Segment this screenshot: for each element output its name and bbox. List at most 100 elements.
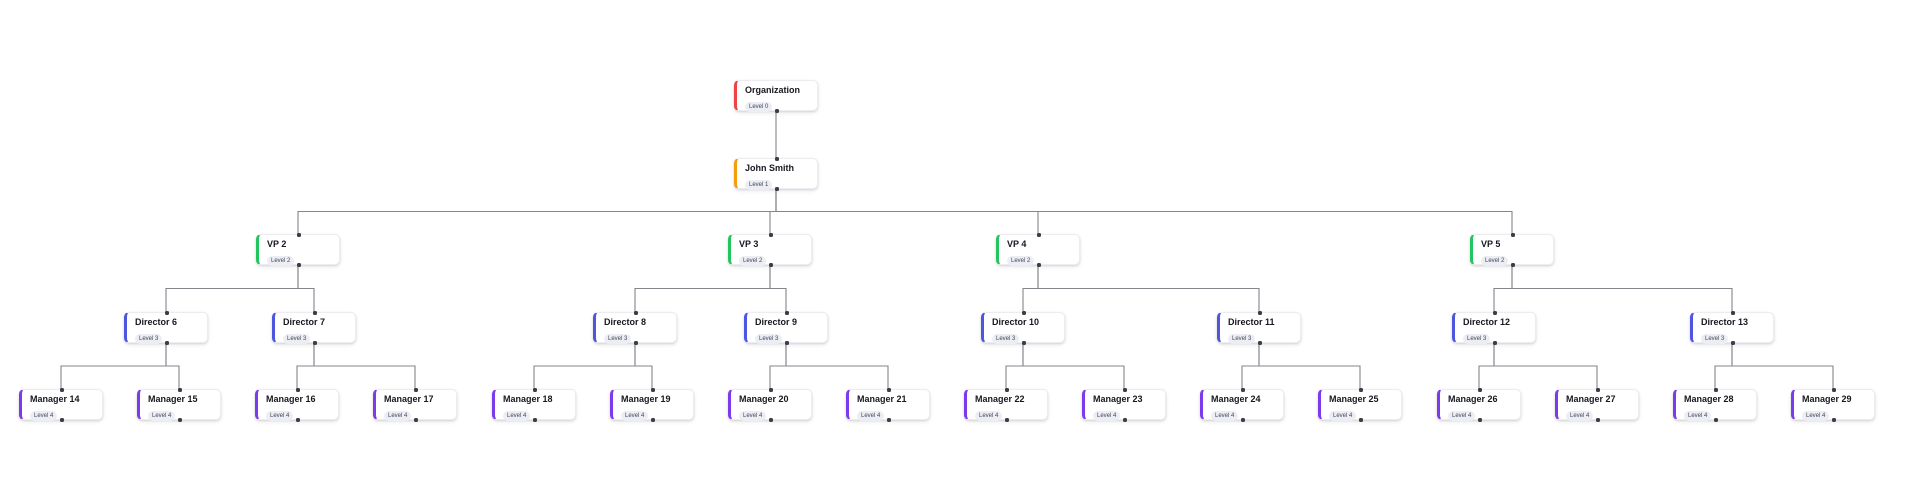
node-director-12[interactable]: Director 12 Level 3 (1452, 310, 1536, 345)
source-handle-icon (1123, 417, 1127, 422)
source-handle-icon (296, 417, 300, 422)
level-badge: Level 4 (857, 411, 885, 421)
node-title: Manager 24 (1211, 394, 1261, 404)
level-badge: Level 4 (1211, 411, 1239, 421)
source-handle-icon (178, 417, 182, 422)
source-handle-icon (651, 417, 655, 422)
node-title: Manager 17 (384, 394, 434, 404)
edge-director-11-to-manager-25 (1258, 343, 1361, 389)
node-title: Manager 29 (1802, 394, 1852, 404)
level-badge: Level 1 (745, 180, 773, 190)
target-handle-icon (533, 387, 537, 392)
node-title: Manager 28 (1684, 394, 1734, 404)
node-manager-16[interactable]: Manager 16 Level 4 (255, 387, 339, 422)
level-badge: Level 3 (755, 334, 783, 344)
level-badge: Level 3 (1463, 334, 1491, 344)
node-manager-28[interactable]: Manager 28 Level 4 (1673, 387, 1757, 422)
source-handle-icon (1005, 417, 1009, 422)
level-badge: Level 4 (384, 411, 412, 421)
edge-vp-4-to-director-11 (1037, 265, 1260, 312)
target-handle-icon (414, 387, 418, 392)
level-badge: Level 2 (267, 256, 295, 266)
level-badge: Level 4 (503, 411, 531, 421)
target-handle-icon (1037, 232, 1041, 237)
source-handle-icon (1241, 417, 1245, 422)
source-handle-icon (533, 417, 537, 422)
target-handle-icon (178, 387, 182, 392)
level-badge: Level 2 (739, 256, 767, 266)
node-vp-2[interactable]: VP 2 Level 2 (256, 232, 340, 267)
target-handle-icon (1832, 387, 1836, 392)
edge-john-smith-to-vp-5 (775, 189, 1513, 234)
target-handle-icon (296, 387, 300, 392)
source-handle-icon (1714, 417, 1718, 422)
target-handle-icon (887, 387, 891, 392)
level-badge: Level 4 (1093, 411, 1121, 421)
node-title: Manager 20 (739, 394, 789, 404)
source-handle-icon (775, 186, 779, 191)
level-badge: Level 4 (1566, 411, 1594, 421)
edge-vp-3-to-director-9 (769, 265, 787, 312)
node-manager-24[interactable]: Manager 24 Level 4 (1200, 387, 1284, 422)
target-handle-icon (60, 387, 64, 392)
node-title: Manager 26 (1448, 394, 1498, 404)
node-title: Manager 16 (266, 394, 316, 404)
level-badge: Level 4 (975, 411, 1003, 421)
source-handle-icon (887, 417, 891, 422)
target-handle-icon (634, 310, 638, 315)
node-title: Manager 21 (857, 394, 907, 404)
target-handle-icon (775, 156, 779, 161)
edge-director-7-to-manager-17 (313, 343, 416, 389)
node-title: Director 12 (1463, 317, 1511, 327)
source-handle-icon (1359, 417, 1363, 422)
level-badge: Level 4 (1684, 411, 1712, 421)
node-title: Director 7 (283, 317, 326, 327)
node-title: Manager 25 (1329, 394, 1379, 404)
source-handle-icon (165, 340, 169, 345)
source-handle-icon (1596, 417, 1600, 422)
source-handle-icon (1022, 340, 1026, 345)
edge-director-9-to-manager-21 (785, 343, 889, 389)
level-badge: Level 3 (1228, 334, 1256, 344)
edge-director-8-to-manager-19 (634, 343, 653, 389)
node-title: VP 2 (267, 239, 287, 249)
source-handle-icon (1731, 340, 1735, 345)
level-badge: Level 4 (148, 411, 176, 421)
level-badge: Level 4 (1802, 411, 1830, 421)
node-title: Director 8 (604, 317, 647, 327)
source-handle-icon (414, 417, 418, 422)
node-manager-29[interactable]: Manager 29 Level 4 (1791, 387, 1875, 422)
level-badge: Level 4 (266, 411, 294, 421)
source-handle-icon (297, 262, 301, 267)
node-title: Manager 19 (621, 394, 671, 404)
edge-director-6-to-manager-15 (165, 343, 180, 389)
node-manager-21[interactable]: Manager 21 Level 4 (846, 387, 930, 422)
node-manager-17[interactable]: Manager 17 Level 4 (373, 387, 457, 422)
level-badge: Level 3 (992, 334, 1020, 344)
source-handle-icon (769, 262, 773, 267)
